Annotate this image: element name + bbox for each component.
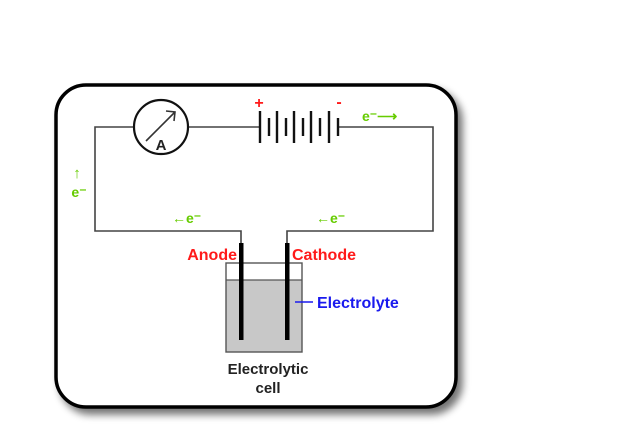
electron-flow-left-label: e⁻ (71, 184, 86, 200)
circuit-wires (94, 126, 434, 245)
electron-flow-bottom-left: ←e⁻ (172, 210, 201, 226)
beaker-outline (225, 262, 303, 353)
electrolyte-label: Electrolyte (317, 295, 399, 312)
cathode-label: Cathode (292, 247, 356, 264)
wire-left (94, 126, 242, 245)
ammeter-needle-head (165, 110, 176, 122)
electron-flow-top-right: e⁻⟶ (362, 108, 397, 124)
anode-electrode (239, 243, 244, 340)
cell-caption-line2: cell (255, 380, 280, 397)
electrolyte-solution (226, 280, 302, 352)
cathode-electrode (285, 243, 290, 340)
battery-negative-sign: - (336, 94, 341, 111)
ammeter-needle (145, 111, 176, 142)
anode-label: Anode (187, 247, 237, 264)
diagram-frame (54, 83, 458, 409)
electron-flow-left-arrow: ↑ (73, 165, 81, 182)
wire-right (286, 126, 434, 245)
ammeter-label: A (156, 137, 167, 154)
electron-flow-bottom-right: ←e⁻ (316, 210, 345, 226)
battery (258, 111, 340, 143)
cell-caption-line1: Electrolytic (228, 361, 309, 378)
ammeter: A (132, 98, 190, 156)
battery-positive-sign: + (254, 95, 263, 112)
